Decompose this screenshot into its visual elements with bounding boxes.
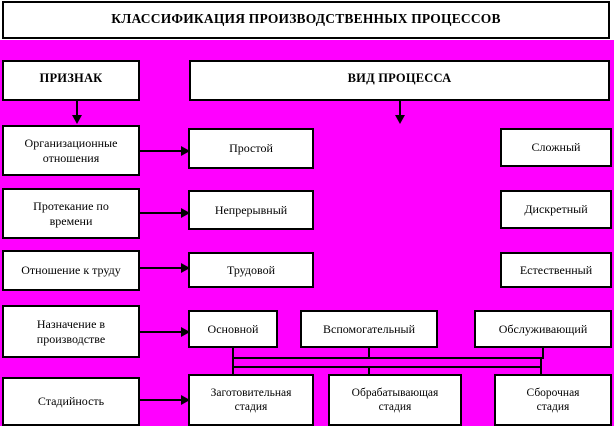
arrow-down-criterion-icon [72,115,82,124]
arrow-right-row-3-icon [181,327,190,337]
criterion-box-1: Протекание по времени [2,188,140,239]
connector-process-stem [399,101,401,117]
connector-row-2 [140,267,184,269]
value-box-1-0: Непрерывный [188,190,314,230]
connector-tree-to-stage-1 [368,366,370,376]
value-box-4-2: Сборочная стадия [494,374,612,426]
diagram-title: КЛАССИФИКАЦИЯ ПРОИЗВОДСТВЕННЫХ ПРОЦЕССОВ [2,1,610,39]
value-box-4-1: Обрабатывающая стадия [328,374,462,426]
arrow-right-row-0-icon [181,146,190,156]
value-box-0-2: Сложный [500,128,612,167]
connector-row-0 [140,150,184,152]
value-box-2-2: Естественный [500,252,612,288]
header-criterion: ПРИЗНАК [2,60,140,101]
connector-criterion-stem [76,101,78,117]
criterion-box-3: Назначение в производстве [2,305,140,358]
criterion-box-0: Организационные отношения [2,125,140,176]
arrow-down-process-icon [395,115,405,124]
value-box-3-1: Вспомогательный [300,310,438,348]
connector-tree-bus-upper [232,357,544,359]
value-box-2-0: Трудовой [188,252,314,288]
connector-tree-stem-right [542,348,544,359]
arrow-right-row-2-icon [181,263,190,273]
connector-row-3 [140,331,184,333]
arrow-right-row-1-icon [181,208,190,218]
connector-tree-stem-left [232,348,234,359]
connector-tree-stem-mid [368,348,370,359]
value-box-3-0: Основной [188,310,278,348]
criterion-box-2: Отношение к труду [2,250,140,291]
value-box-4-0: Заготовительная стадия [188,374,314,426]
header-process-kind: ВИД ПРОЦЕССА [189,60,610,101]
connector-tree-to-stage-0 [232,366,234,376]
value-box-1-2: Дискретный [500,190,612,229]
connector-tree-drop-left [232,357,234,368]
connector-row-4 [140,399,184,401]
connector-row-1 [140,212,184,214]
connector-tree-bus-lower [232,366,542,368]
value-box-0-0: Простой [188,128,314,169]
connector-tree-to-stage-2 [540,357,542,376]
value-box-3-2: Обслуживающий [474,310,612,348]
criterion-box-4: Стадийность [2,377,140,426]
arrow-right-row-4-icon [181,395,190,405]
